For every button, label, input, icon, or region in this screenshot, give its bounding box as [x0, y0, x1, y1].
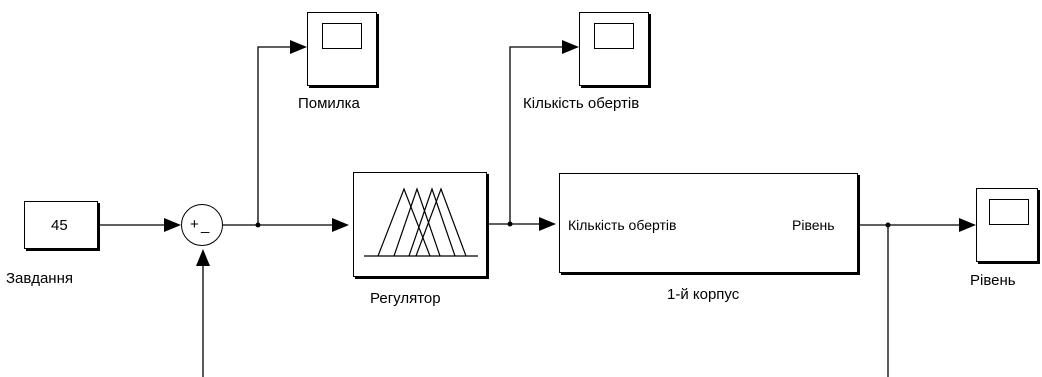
- scope-screen-icon: [322, 23, 362, 49]
- constant-label: Завдання: [6, 270, 73, 287]
- scope-speed-label: Кількість обертів: [523, 95, 640, 112]
- branch-point: [885, 222, 891, 228]
- signal-line-to-speed-scope: [509, 46, 562, 224]
- arrowhead: [290, 40, 307, 54]
- scope-level-block[interactable]: [976, 188, 1038, 262]
- sum-minus-sign: _: [201, 217, 210, 234]
- scope-speed-block[interactable]: [579, 12, 649, 86]
- fuzzy-membership-icon: [364, 187, 478, 257]
- scope-error-block[interactable]: [307, 12, 377, 86]
- arrowhead: [959, 218, 976, 232]
- arrowhead: [562, 40, 579, 54]
- constant-block[interactable]: 45: [24, 201, 98, 249]
- branch-point: [255, 222, 261, 228]
- plant-label: 1-й корпус: [667, 286, 740, 303]
- branch-point: [507, 221, 513, 227]
- scope-screen-icon: [989, 199, 1029, 225]
- plant-input-port: Кількість обертів: [568, 217, 677, 233]
- plant-output-port: Рівень: [792, 217, 835, 233]
- arrowhead: [164, 218, 181, 232]
- scope-level-label: Рівень: [970, 272, 1016, 289]
- fuzzy-controller-block[interactable]: [353, 172, 487, 277]
- arrowhead: [539, 217, 556, 231]
- sum-plus-sign: +: [190, 216, 199, 233]
- constant-value: 45: [51, 217, 68, 234]
- signal-line-to-error-scope: [257, 46, 290, 225]
- scope-screen-icon: [594, 23, 634, 49]
- controller-label: Регулятор: [370, 290, 441, 307]
- scope-error-label: Помилка: [298, 95, 360, 112]
- sum-block[interactable]: + _: [181, 204, 223, 246]
- arrowhead: [196, 249, 210, 266]
- plant-subsystem-block[interactable]: Кількість обертів Рівень: [559, 173, 858, 273]
- arrowhead: [332, 218, 349, 232]
